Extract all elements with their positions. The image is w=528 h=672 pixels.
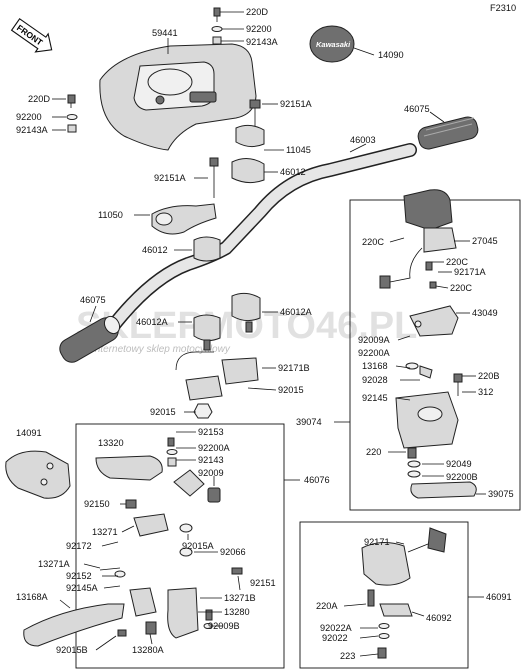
label-92009B: 92009B [208, 621, 240, 631]
label-11045: 11045 [286, 145, 311, 155]
lower-holders [193, 236, 261, 351]
label-46012A-a: 46012A [136, 317, 169, 327]
label-220A: 220A [316, 601, 338, 611]
label-92200A-r: 92200A [358, 348, 391, 358]
label-92015-a: 92015 [278, 385, 304, 395]
label-46092: 46092 [426, 613, 452, 623]
label-13168A: 13168A [16, 592, 49, 602]
label-92049: 92049 [446, 459, 472, 469]
label-92150: 92150 [84, 499, 110, 509]
label-92015A: 92015A [182, 541, 215, 551]
leader-lines [52, 11, 486, 657]
label-92143A-left: 92143A [16, 125, 49, 135]
label-46076: 46076 [304, 475, 330, 485]
label-27045: 27045 [472, 236, 498, 246]
label-220D-left: 220D [28, 94, 50, 104]
label-92200-left: 92200 [16, 112, 42, 122]
label-92152: 92152 [66, 571, 92, 581]
label-46012-a: 46012 [280, 167, 306, 177]
part-labels: 220D 92200 92143A 59441 14090 220D 92200… [16, 7, 514, 661]
label-92143: 92143 [198, 455, 224, 465]
label-92200-top: 92200 [246, 24, 272, 34]
label-13320: 13320 [98, 438, 124, 448]
label-92145: 92145 [362, 393, 388, 403]
upper-holder-parts [209, 99, 265, 198]
lever-guard-14091 [5, 450, 71, 499]
label-13280: 13280 [224, 607, 250, 617]
label-39074: 39074 [296, 417, 322, 427]
watermark-tagline: Internetowy sklep motocyklowy [92, 344, 231, 355]
label-39075: 39075 [488, 489, 514, 499]
right-grip [417, 116, 479, 150]
label-92200A-m: 92200A [198, 443, 231, 453]
label-46003: 46003 [350, 135, 376, 145]
label-13271B: 13271B [224, 593, 256, 603]
front-direction-arrow: FRONT [10, 18, 53, 53]
label-92171B: 92171B [278, 363, 310, 373]
kawasaki-emblem: Kawasaki [309, 25, 355, 63]
label-92151: 92151 [250, 578, 276, 588]
figure-id: F2310 [490, 3, 516, 13]
label-220: 220 [366, 447, 381, 457]
label-220C-c: 220C [450, 283, 472, 293]
label-46012A-b: 46012A [280, 307, 313, 317]
left-grip [59, 315, 121, 363]
label-46075-left: 46075 [80, 295, 106, 305]
label-220C-b: 220C [446, 257, 468, 267]
label-92151A-a: 92151A [280, 99, 313, 109]
label-92200B: 92200B [446, 472, 478, 482]
label-92143A-top: 92143A [246, 37, 279, 47]
label-92022: 92022 [322, 633, 348, 643]
left-bolt-stack [66, 94, 78, 133]
label-220C-a: 220C [362, 237, 384, 247]
label-220D-top: 220D [246, 7, 268, 17]
label-92172: 92172 [66, 541, 92, 551]
bracket-11050 [151, 203, 217, 235]
left-switch-housing [361, 527, 447, 659]
top-bolt-stack [211, 7, 223, 45]
label-312: 312 [478, 387, 493, 397]
label-92066: 92066 [220, 547, 246, 557]
label-92171: 92171 [364, 537, 390, 547]
label-92015B: 92015B [56, 645, 88, 655]
clamp-92171B [175, 351, 259, 419]
label-92009: 92009 [198, 468, 224, 478]
label-46075-right: 46075 [404, 104, 430, 114]
label-13271A: 13271A [38, 559, 71, 569]
label-14091: 14091 [16, 428, 42, 438]
label-92145A: 92145A [66, 583, 99, 593]
label-11050: 11050 [98, 210, 123, 220]
label-92022A: 92022A [320, 623, 353, 633]
label-13280A: 13280A [132, 645, 165, 655]
label-46012-b: 46012 [142, 245, 168, 255]
label-92171A: 92171A [454, 267, 487, 277]
label-220B: 220B [478, 371, 499, 381]
label-92015-b: 92015 [150, 407, 176, 417]
label-43049: 43049 [472, 308, 498, 318]
lever-assembly [23, 437, 243, 647]
label-14090: 14090 [378, 50, 404, 60]
label-92151A-b: 92151A [154, 173, 187, 183]
label-59441: 59441 [152, 28, 178, 38]
label-13271: 13271 [92, 527, 118, 537]
label-92028: 92028 [362, 375, 388, 385]
meter-cover [99, 43, 257, 151]
lever-group-box [75, 423, 285, 669]
label-223: 223 [340, 651, 355, 661]
label-13168: 13168 [362, 361, 388, 371]
left-switch-group-box [299, 521, 469, 669]
right-switch-housing [379, 189, 477, 499]
emblem-text: Kawasaki [316, 40, 351, 49]
label-92153: 92153 [198, 427, 224, 437]
label-46091: 46091 [486, 592, 512, 602]
label-92009A: 92009A [358, 335, 391, 345]
